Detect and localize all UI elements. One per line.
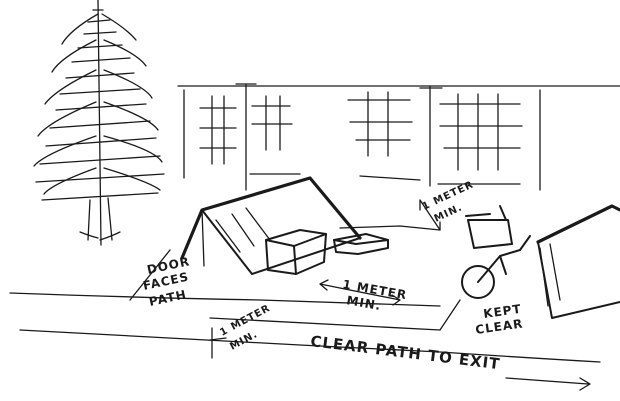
fence xyxy=(177,83,620,191)
label-one-meter-min-left: 1 METER MIN. xyxy=(218,303,272,353)
kept-clear-line-1: KEPT xyxy=(482,302,522,321)
label-clear-path-to-exit: CLEAR PATH TO EXIT xyxy=(310,332,502,373)
ground-lines xyxy=(9,225,601,363)
bicycle xyxy=(461,205,531,299)
box-large xyxy=(265,229,327,275)
label-one-meter-min-center: 1 METER MIN. xyxy=(341,277,408,313)
label-door-faces-path: DOOR FACES PATH xyxy=(142,254,192,309)
pine-tree xyxy=(33,0,165,246)
label-one-meter-min-top: 1 METER MIN. xyxy=(421,179,476,224)
one-meter-min-center-line-2: MIN. xyxy=(345,293,382,313)
tent-left xyxy=(180,176,362,275)
measure-arrows xyxy=(209,199,591,391)
box-small xyxy=(333,233,389,255)
tent-right xyxy=(536,204,620,319)
kept-clear-line-2: CLEAR xyxy=(474,316,524,337)
label-kept-clear: KEPT CLEAR xyxy=(474,302,524,337)
